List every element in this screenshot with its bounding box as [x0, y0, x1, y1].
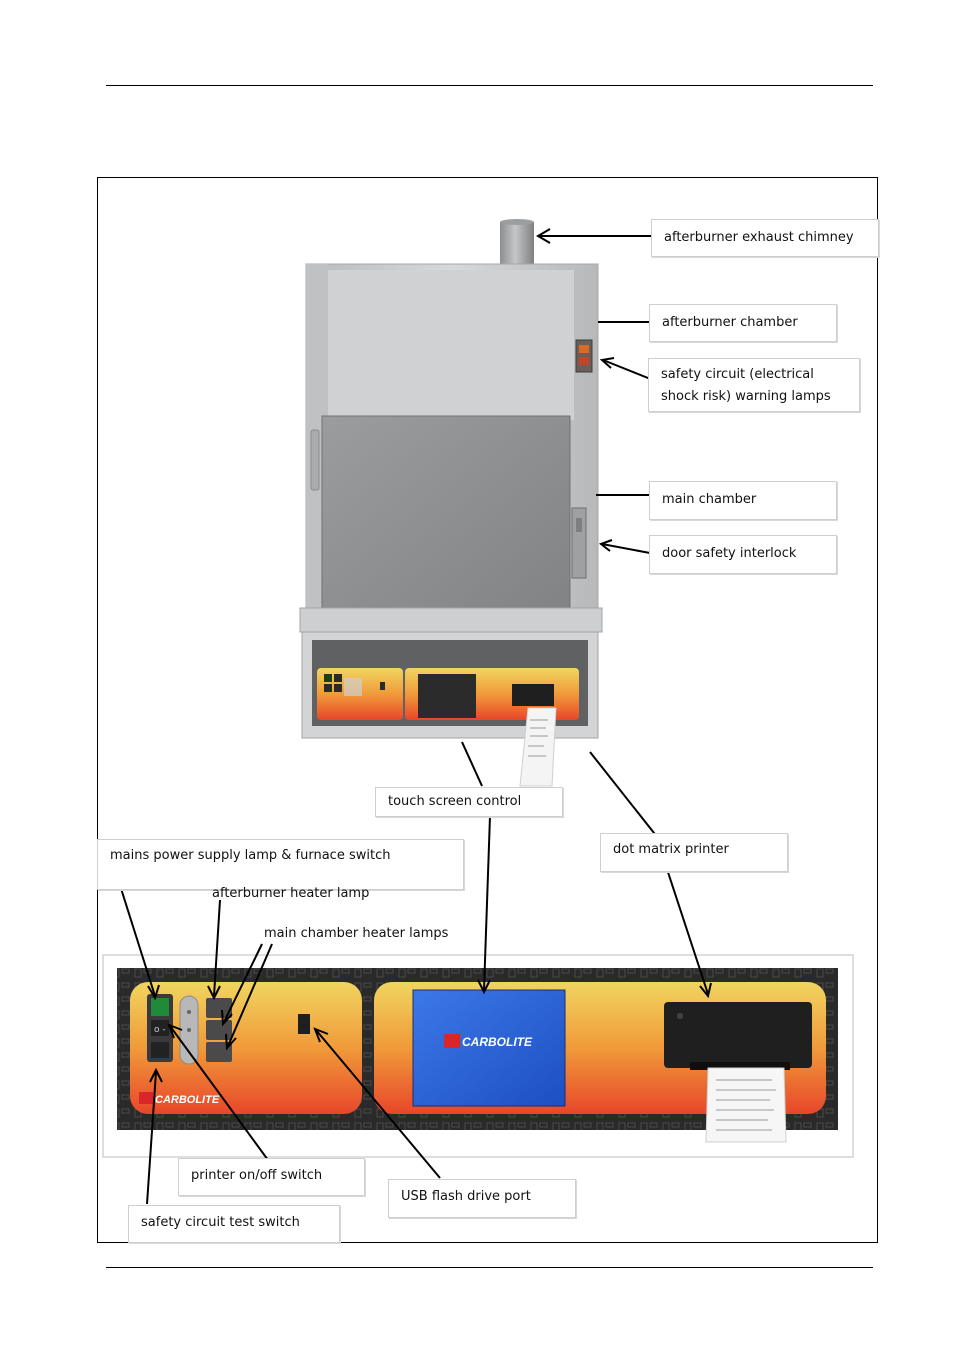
- header-rule: [106, 85, 873, 86]
- closeup-panel: o - CARBOLITE CARBOLITE: [117, 968, 838, 1143]
- footer-rule: [106, 1267, 873, 1268]
- svg-text:CARBOLITE: CARBOLITE: [155, 1094, 220, 1106]
- label-touch-screen-text: touch screen control: [388, 794, 522, 809]
- label-afterburner-chamber: afterburner chamber: [649, 304, 837, 342]
- label-usb-port: USB flash drive port: [388, 1179, 576, 1218]
- label-door-interlock-text: door safety interlock: [662, 546, 797, 561]
- label-printer-text: dot matrix printer: [613, 842, 729, 857]
- furnace-body: [299, 263, 603, 787]
- label-mains-power: mains power supply lamp & furnace switch: [97, 839, 464, 890]
- label-safety-test-text: safety circuit test switch: [141, 1215, 300, 1230]
- label-printer-switch: printer on/off switch: [178, 1158, 365, 1196]
- label-chimney: afterburner exhaust chimney: [651, 219, 879, 257]
- label-printer: dot matrix printer: [600, 833, 788, 872]
- label-chimney-text: afterburner exhaust chimney: [664, 230, 854, 245]
- usb-port-icon: [298, 1014, 310, 1034]
- label-afterburner-lamp: afterburner heater lamp: [212, 886, 370, 901]
- label-usb-port-text: USB flash drive port: [401, 1189, 531, 1204]
- label-safety-lamps: safety circuit (electrical shock risk) w…: [648, 358, 860, 412]
- figure-frame: [97, 177, 878, 1243]
- mains-lamp-icon: [151, 998, 169, 1016]
- callout-lines: [111, 228, 712, 1205]
- label-safety-lamps-text: safety circuit (electrical shock risk) w…: [661, 367, 831, 404]
- label-main-chamber: main chamber: [649, 481, 837, 520]
- label-main-heater-lamps: main chamber heater lamps: [264, 926, 449, 941]
- label-printer-switch-text: printer on/off switch: [191, 1168, 323, 1183]
- label-safety-test: safety circuit test switch: [128, 1205, 340, 1243]
- label-door-interlock: door safety interlock: [649, 535, 837, 574]
- label-afterburner-chamber-text: afterburner chamber: [662, 315, 798, 330]
- chimney: [500, 219, 534, 270]
- svg-text:o -: o -: [154, 1025, 166, 1035]
- carbolite-logo-small: CARBOLITE: [139, 1092, 220, 1106]
- label-mains-power-text: mains power supply lamp & furnace switch: [110, 848, 391, 863]
- label-main-chamber-text: main chamber: [662, 492, 757, 507]
- svg-text:CARBOLITE: CARBOLITE: [462, 1035, 533, 1049]
- label-touch-screen: touch screen control: [375, 787, 563, 817]
- carbolite-logo-screen: CARBOLITE: [444, 1034, 533, 1049]
